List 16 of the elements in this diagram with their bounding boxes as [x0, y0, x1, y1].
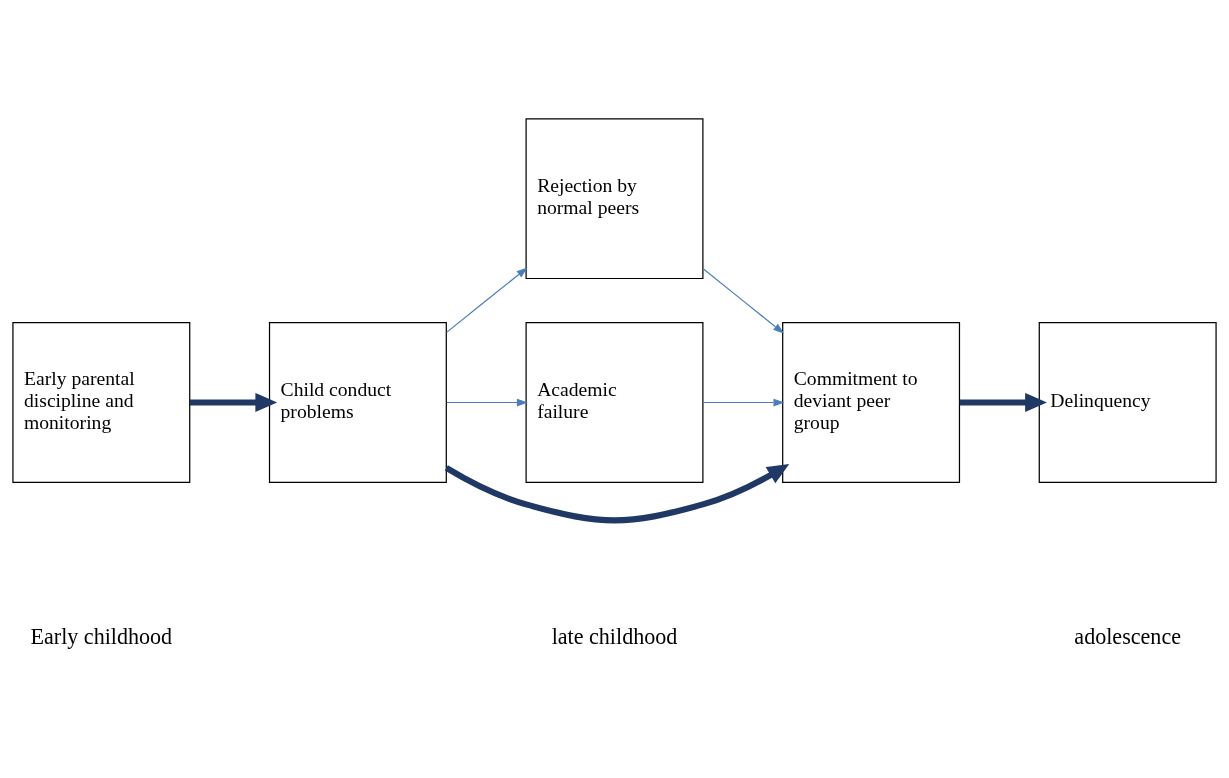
- arrow: [702, 268, 785, 334]
- arrow: [190, 392, 278, 413]
- label: adolescence: [1074, 623, 1181, 649]
- arrow: [444, 464, 790, 524]
- node-box: Rejection by normal peers: [525, 118, 704, 280]
- arrow: [959, 392, 1047, 413]
- node-box: Early parental discipline and monitoring: [12, 322, 191, 483]
- node-box: Academic failure: [525, 322, 704, 483]
- node-box: Delinquency: [1038, 322, 1217, 483]
- node-box: Child conduct problems: [268, 322, 447, 483]
- node-box: Commitment to deviant peer group: [782, 322, 961, 483]
- label: late childhood: [551, 623, 678, 649]
- label: Early childhood: [30, 623, 173, 649]
- arrow: [446, 398, 528, 407]
- arrow: [702, 398, 785, 407]
- arrow: [446, 267, 528, 333]
